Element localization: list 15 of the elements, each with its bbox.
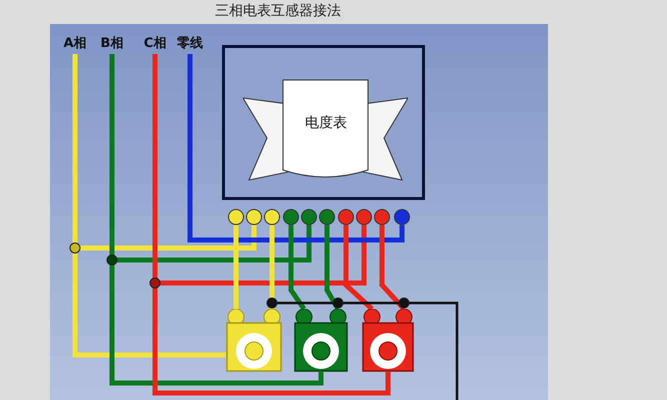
current-transformer	[226, 309, 282, 372]
phase-label: A相	[62, 34, 88, 54]
title: 三相电表互感器接法	[215, 2, 341, 20]
meter-box	[222, 45, 425, 200]
wire	[188, 54, 404, 242]
wire	[270, 225, 274, 309]
wire	[234, 225, 238, 309]
current-transformer	[362, 309, 414, 372]
meter-label: 电度表	[304, 114, 348, 132]
phase-label: C相	[142, 34, 168, 54]
phase-label: B相	[99, 34, 125, 54]
current-transformer	[294, 309, 348, 372]
wire	[288, 225, 306, 310]
wire	[344, 225, 374, 311]
phase-label: 零线	[172, 34, 208, 54]
